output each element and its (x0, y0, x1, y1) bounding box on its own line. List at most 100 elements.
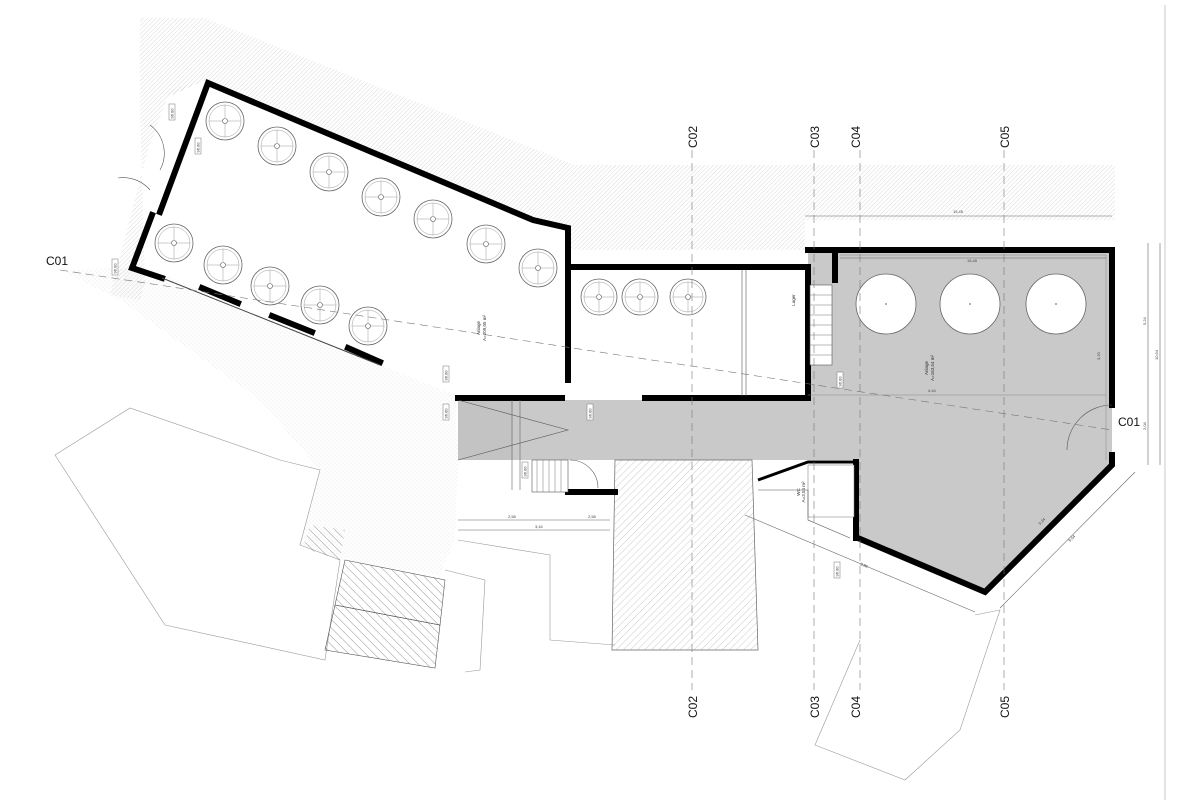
right-hall-south-walls (854, 452, 1115, 596)
room-label-right-hall: Anlage A=163,54 m² (924, 355, 935, 381)
dim-label-diag-south: 8,86 (860, 561, 870, 569)
right-hall-walls (805, 247, 1115, 408)
room-area-left-hall: A=209,05 m² (482, 315, 487, 341)
level-marker: 96.00 (833, 561, 841, 579)
axis-c01-label-right: C01 (1118, 415, 1140, 429)
corridor-floor-left (458, 400, 513, 460)
building-floor (458, 250, 1112, 651)
dim-label-hall-v: 3,20 (1096, 351, 1101, 360)
level-marker: 96.00 (836, 371, 844, 389)
tank (621, 278, 659, 316)
stair-outside (303, 525, 345, 560)
room-label-storage: Lager (791, 294, 796, 306)
dim-label-right-3: 2,04 (1142, 421, 1147, 430)
terrain-hatch-top (140, 18, 1115, 250)
ramp-arrow (457, 399, 570, 461)
dim-label-lower-3: 3,44 (535, 524, 544, 529)
corridor-floor (458, 400, 858, 460)
terrain-stipple-slope (60, 268, 458, 575)
tank (518, 248, 558, 288)
level-marker: 96.00 (521, 461, 529, 479)
room-name-wc: WC (796, 488, 801, 496)
axis-c04-label-bottom: C04 (849, 696, 863, 718)
tank (250, 266, 290, 306)
axis-c05-label-top: C05 (998, 126, 1012, 148)
dim-diag-south (744, 514, 976, 613)
room-name-left-hall: Anlage (476, 320, 481, 335)
tanks-right-hall (855, 273, 1087, 335)
corridor-stair (531, 459, 569, 493)
tank-center-dot (885, 303, 887, 305)
axis-c02-label-bottom: C02 (686, 696, 700, 718)
level-markers: 96.00 96.00 96.00 96.00 96.00 96.00 96.0… (111, 103, 844, 579)
room-name-storage: Lager (791, 294, 796, 306)
right-hall-floor (808, 250, 1112, 592)
building-hatch-south (611, 459, 759, 651)
tank (205, 101, 245, 141)
axis-c03-label-bottom: C03 (808, 696, 822, 718)
tanks-middle-room (580, 278, 707, 316)
left-hall-south-glazing (161, 277, 381, 366)
room-label-left-hall: Anlage A=209,05 m² (476, 315, 487, 341)
level-marker: 96.00 (586, 403, 594, 421)
room-area-wc: A=3,54 m² (801, 481, 806, 502)
level-marker: 96.00 (442, 365, 450, 383)
tanks-left-hall (154, 101, 558, 346)
left-hall-west-wall (128, 211, 166, 282)
left-hall-south-wall-c (344, 344, 384, 366)
level-marker: 96.00 (168, 103, 176, 121)
svg-text:96.00: 96.00 (196, 142, 201, 153)
dim-label-hall-diag: 5,24 (1037, 516, 1047, 526)
svg-text:96.00: 96.00 (444, 408, 449, 419)
tank (203, 245, 243, 285)
dimension-lines: 15,45 15,45 5,24 10,64 2,04 2,58 2,58 3,… (458, 209, 1161, 613)
door-swing-left (149, 124, 165, 171)
terrain (54, 5, 1166, 800)
tank (348, 306, 388, 346)
dim-diag-east (999, 471, 1136, 609)
room-name-right-hall: Anlage (924, 360, 929, 375)
room-area-right-hall: A=163,54 m² (930, 355, 935, 381)
dim-label-top: 15,45 (953, 209, 964, 214)
svg-text:96.00: 96.00 (113, 263, 118, 274)
svg-text:96.00: 96.00 (838, 376, 843, 387)
tank (361, 177, 401, 217)
tank (466, 224, 506, 264)
axis-c02-label-top: C02 (686, 126, 700, 148)
door-swing-left-b (117, 177, 151, 191)
tank (300, 285, 340, 325)
svg-text:96.00: 96.00 (835, 566, 840, 577)
corridor-stair-treads (536, 460, 562, 492)
tank (580, 278, 618, 316)
ramp-hatch-lower (324, 604, 441, 669)
door-swing-corridor (569, 459, 599, 489)
interior-details (117, 124, 1113, 539)
dim-label-lower-2: 2,58 (588, 514, 597, 519)
dim-label-right-2: 10,64 (1154, 349, 1159, 360)
wc-partition (757, 460, 856, 482)
tank (669, 278, 707, 316)
svg-text:96.00: 96.00 (170, 108, 175, 119)
dim-label-right-1: 5,24 (1142, 316, 1147, 325)
tank-center-dot (969, 303, 971, 305)
level-marker: 96.00 (111, 258, 119, 276)
outer-boundary-bottom (444, 569, 486, 673)
left-hall-walls (156, 79, 571, 383)
stair-treads (810, 294, 832, 356)
tank (413, 199, 453, 239)
left-hall-south-wall-b (268, 312, 316, 336)
tank-center-dot (1055, 303, 1057, 305)
axis-c03-label-top: C03 (808, 126, 822, 148)
terrain-hatch-left (110, 80, 205, 300)
axis-c05-label-bottom: C05 (998, 696, 1012, 718)
outer-boundary-mid (457, 539, 616, 646)
dim-label-top-inner: 15,45 (967, 258, 978, 263)
axis-c01-label-left: C01 (46, 254, 68, 268)
level-marker: 96.00 (194, 137, 202, 155)
level-marker: 96.00 (442, 403, 450, 421)
tank (257, 126, 297, 166)
room-label-wc: WC A=3,54 m² (796, 481, 806, 502)
tank (309, 152, 349, 192)
left-hall-south-wall-a (198, 284, 242, 307)
